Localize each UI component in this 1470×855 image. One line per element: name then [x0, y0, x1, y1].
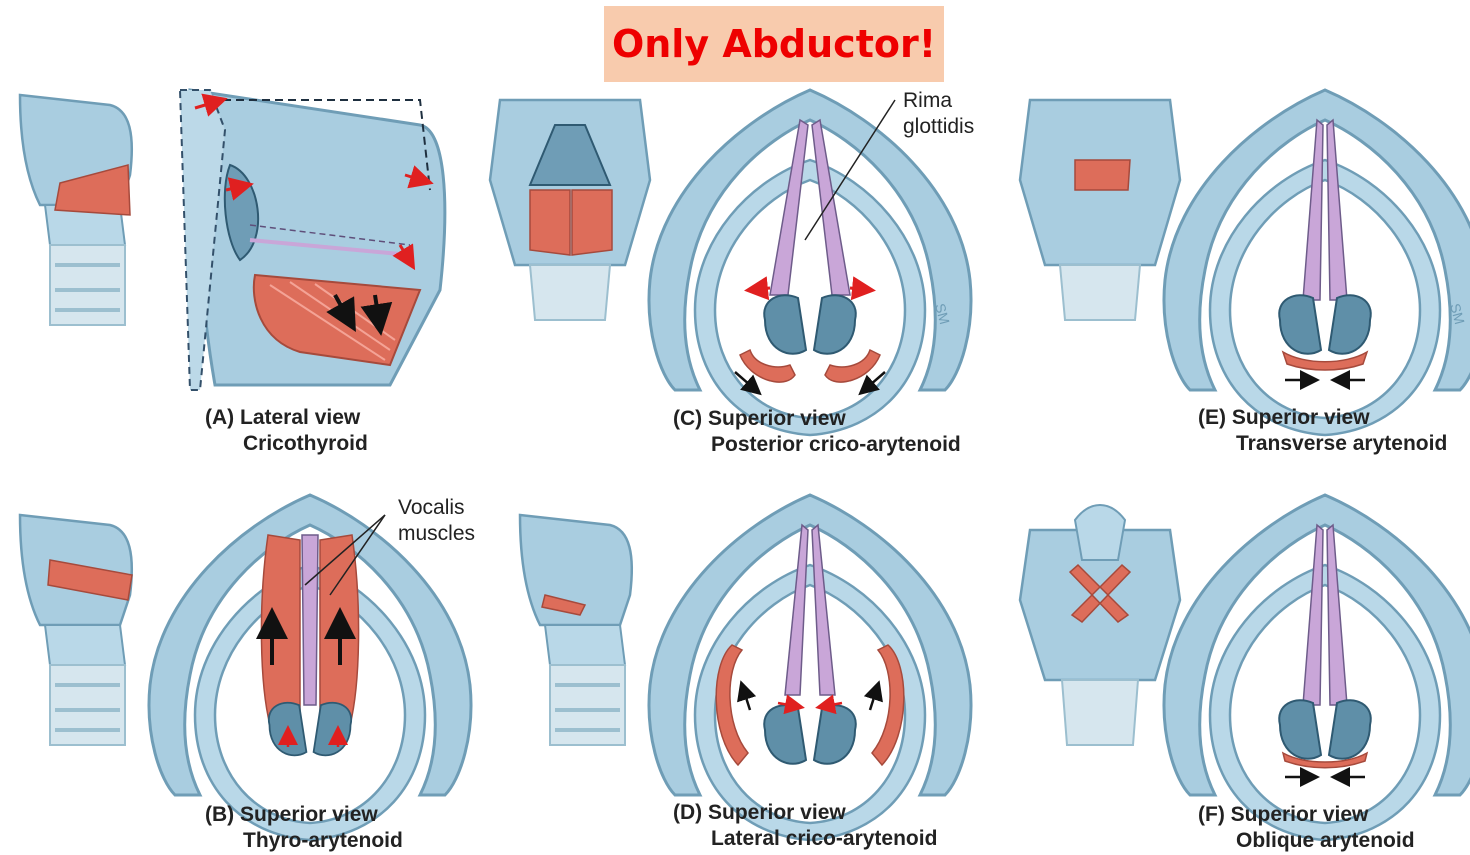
rima-label-line2: glottidis	[903, 115, 974, 138]
caption-a-muscle: Cricothyroid	[205, 431, 368, 457]
caption-a: (A) Lateral view Cricothyroid	[205, 405, 368, 457]
panel-e-superior-view: SM	[1164, 90, 1470, 435]
caption-f: (F) Superior view Oblique arytenoid	[1198, 802, 1415, 854]
panel-d-small-larynx	[520, 515, 632, 745]
caption-f-view: Superior view	[1231, 803, 1369, 826]
caption-c-muscle: Posterior crico-arytenoid	[673, 432, 961, 458]
caption-b-muscle: Thyro-arytenoid	[205, 828, 403, 854]
caption-d-view: Superior view	[708, 801, 846, 824]
panel-f-superior-view	[1164, 495, 1470, 840]
caption-e-muscle: Transverse arytenoid	[1198, 431, 1447, 457]
caption-a-letter: (A)	[205, 406, 234, 429]
caption-e: (E) Superior view Transverse arytenoid	[1198, 405, 1447, 457]
vocalis-label-line1: Vocalis	[398, 496, 465, 519]
caption-a-view: Lateral view	[240, 406, 360, 429]
panel-c-posterior-larynx	[490, 100, 650, 320]
panel-f-posterior-larynx	[1020, 505, 1180, 745]
caption-b-view: Superior view	[240, 803, 378, 826]
rima-glottidis-label: Rima glottidis	[903, 88, 974, 140]
caption-c-letter: (C)	[673, 407, 702, 430]
rima-label-line1: Rima	[903, 89, 952, 112]
vocalis-muscles-label: Vocalis muscles	[398, 495, 475, 547]
panel-c-superior-view: SM	[649, 90, 971, 435]
caption-b-letter: (B)	[205, 803, 234, 826]
caption-d-letter: (D)	[673, 801, 702, 824]
caption-c-view: Superior view	[708, 407, 846, 430]
caption-d: (D) Superior view Lateral crico-arytenoi…	[673, 800, 937, 852]
panel-d-superior-view	[649, 495, 971, 840]
caption-c: (C) Superior view Posterior crico-aryten…	[673, 406, 961, 458]
panel-e-posterior-larynx	[1020, 100, 1180, 320]
caption-d-muscle: Lateral crico-arytenoid	[673, 826, 937, 852]
caption-e-view: Superior view	[1232, 406, 1370, 429]
caption-f-muscle: Oblique arytenoid	[1198, 828, 1415, 854]
caption-f-letter: (F)	[1198, 803, 1225, 826]
caption-e-letter: (E)	[1198, 406, 1226, 429]
vocalis-label-line2: muscles	[398, 522, 475, 545]
caption-b: (B) Superior view Thyro-arytenoid	[205, 802, 403, 854]
panel-a-small-larynx	[20, 95, 132, 325]
panel-a-large-larynx	[180, 90, 445, 390]
panel-b-small-larynx	[20, 515, 132, 745]
